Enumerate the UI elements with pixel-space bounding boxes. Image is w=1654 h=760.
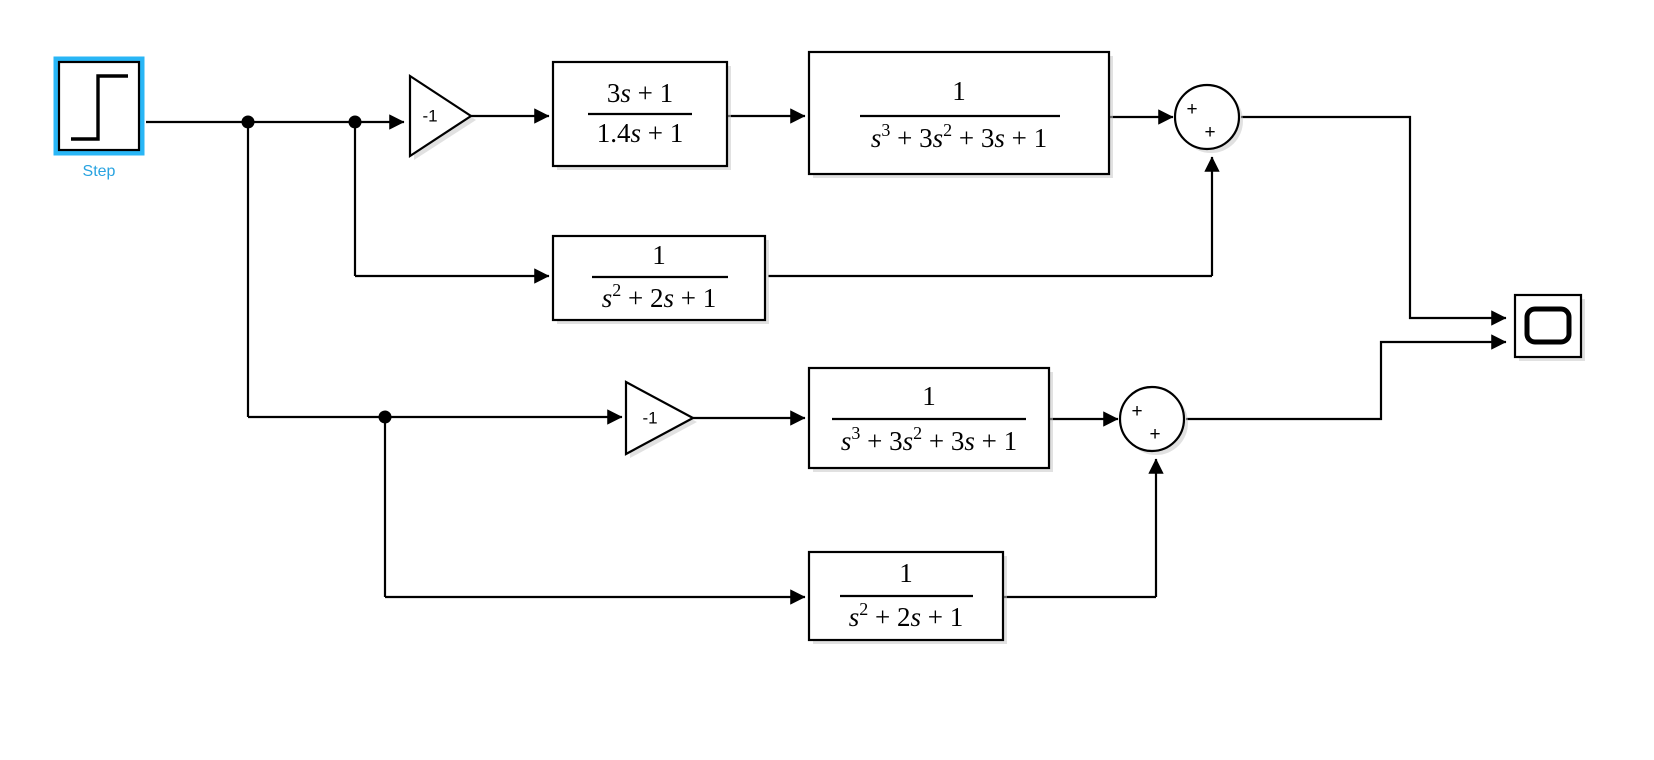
step-block-label: Step [83,163,116,180]
junction-dots [241,115,392,424]
step-block[interactable] [53,56,145,156]
wire-sum-top-to-scope[interactable] [1241,115,1507,326]
sum-bottom-block[interactable]: + + [1118,385,1188,455]
tf-dist-top-numerator: 1 [652,240,666,270]
gain-bottom-triangle[interactable] [624,380,696,456]
tf-dist-top-denominator: s2 + 2s + 1 [602,280,717,313]
tf-lead-block[interactable]: 3s + 1 1.4s + 1 [551,60,731,170]
tf-plant-top-body[interactable] [807,50,1111,176]
tf-dist-bottom-denominator: s2 + 2s + 1 [849,599,964,632]
sum-bottom-circle[interactable] [1118,385,1186,453]
tf-plant-bottom-block[interactable]: 1 s3 + 3s2 + 3s + 1 [807,366,1053,472]
sum-bottom-sign-1: + [1131,401,1142,422]
tf-dist-top-block[interactable]: 1 s2 + 2s + 1 [551,234,769,324]
sum-top-block[interactable]: + + [1173,83,1243,153]
tf-dist-bottom-block[interactable]: 1 s2 + 2s + 1 [807,550,1007,644]
gain-bottom-value: -1 [642,408,657,427]
junction-dot-3[interactable] [378,410,392,424]
sum-top-sign-1: + [1186,99,1197,120]
tf-lead-denominator: 1.4s + 1 [597,118,684,148]
tf-plant-bottom-denominator: s3 + 3s2 + 3s + 1 [841,423,1017,456]
signal-wires [146,108,1507,605]
junction-dot-1[interactable] [241,115,255,129]
gain-bottom-block[interactable]: -1 [624,380,697,458]
tf-plant-top-block[interactable]: 1 s3 + 3s2 + 3s + 1 [807,50,1113,178]
sum-bottom-sign-2: + [1149,424,1160,445]
tf-plant-top-denominator: s3 + 3s2 + 3s + 1 [871,120,1047,153]
scope-screen-icon [1524,306,1572,345]
scope-block[interactable] [1513,293,1585,361]
gain-top-triangle[interactable] [408,73,474,159]
step-selection-outline [53,56,145,156]
tf-dist-top-body[interactable] [551,234,767,322]
gain-top-block[interactable]: -1 [408,73,476,160]
wire-sum-bottom-to-scope[interactable] [1186,334,1507,421]
sum-top-circle[interactable] [1173,83,1241,151]
step-waveform-icon [71,74,128,141]
gain-top-value: -1 [422,106,437,125]
tf-dist-bottom-numerator: 1 [899,558,913,588]
tf-plant-top-numerator: 1 [952,76,966,106]
junction-dot-2[interactable] [348,115,362,129]
tf-lead-numerator: 3s + 1 [607,78,673,108]
tf-plant-bottom-numerator: 1 [922,381,936,411]
sum-top-sign-2: + [1204,122,1215,143]
